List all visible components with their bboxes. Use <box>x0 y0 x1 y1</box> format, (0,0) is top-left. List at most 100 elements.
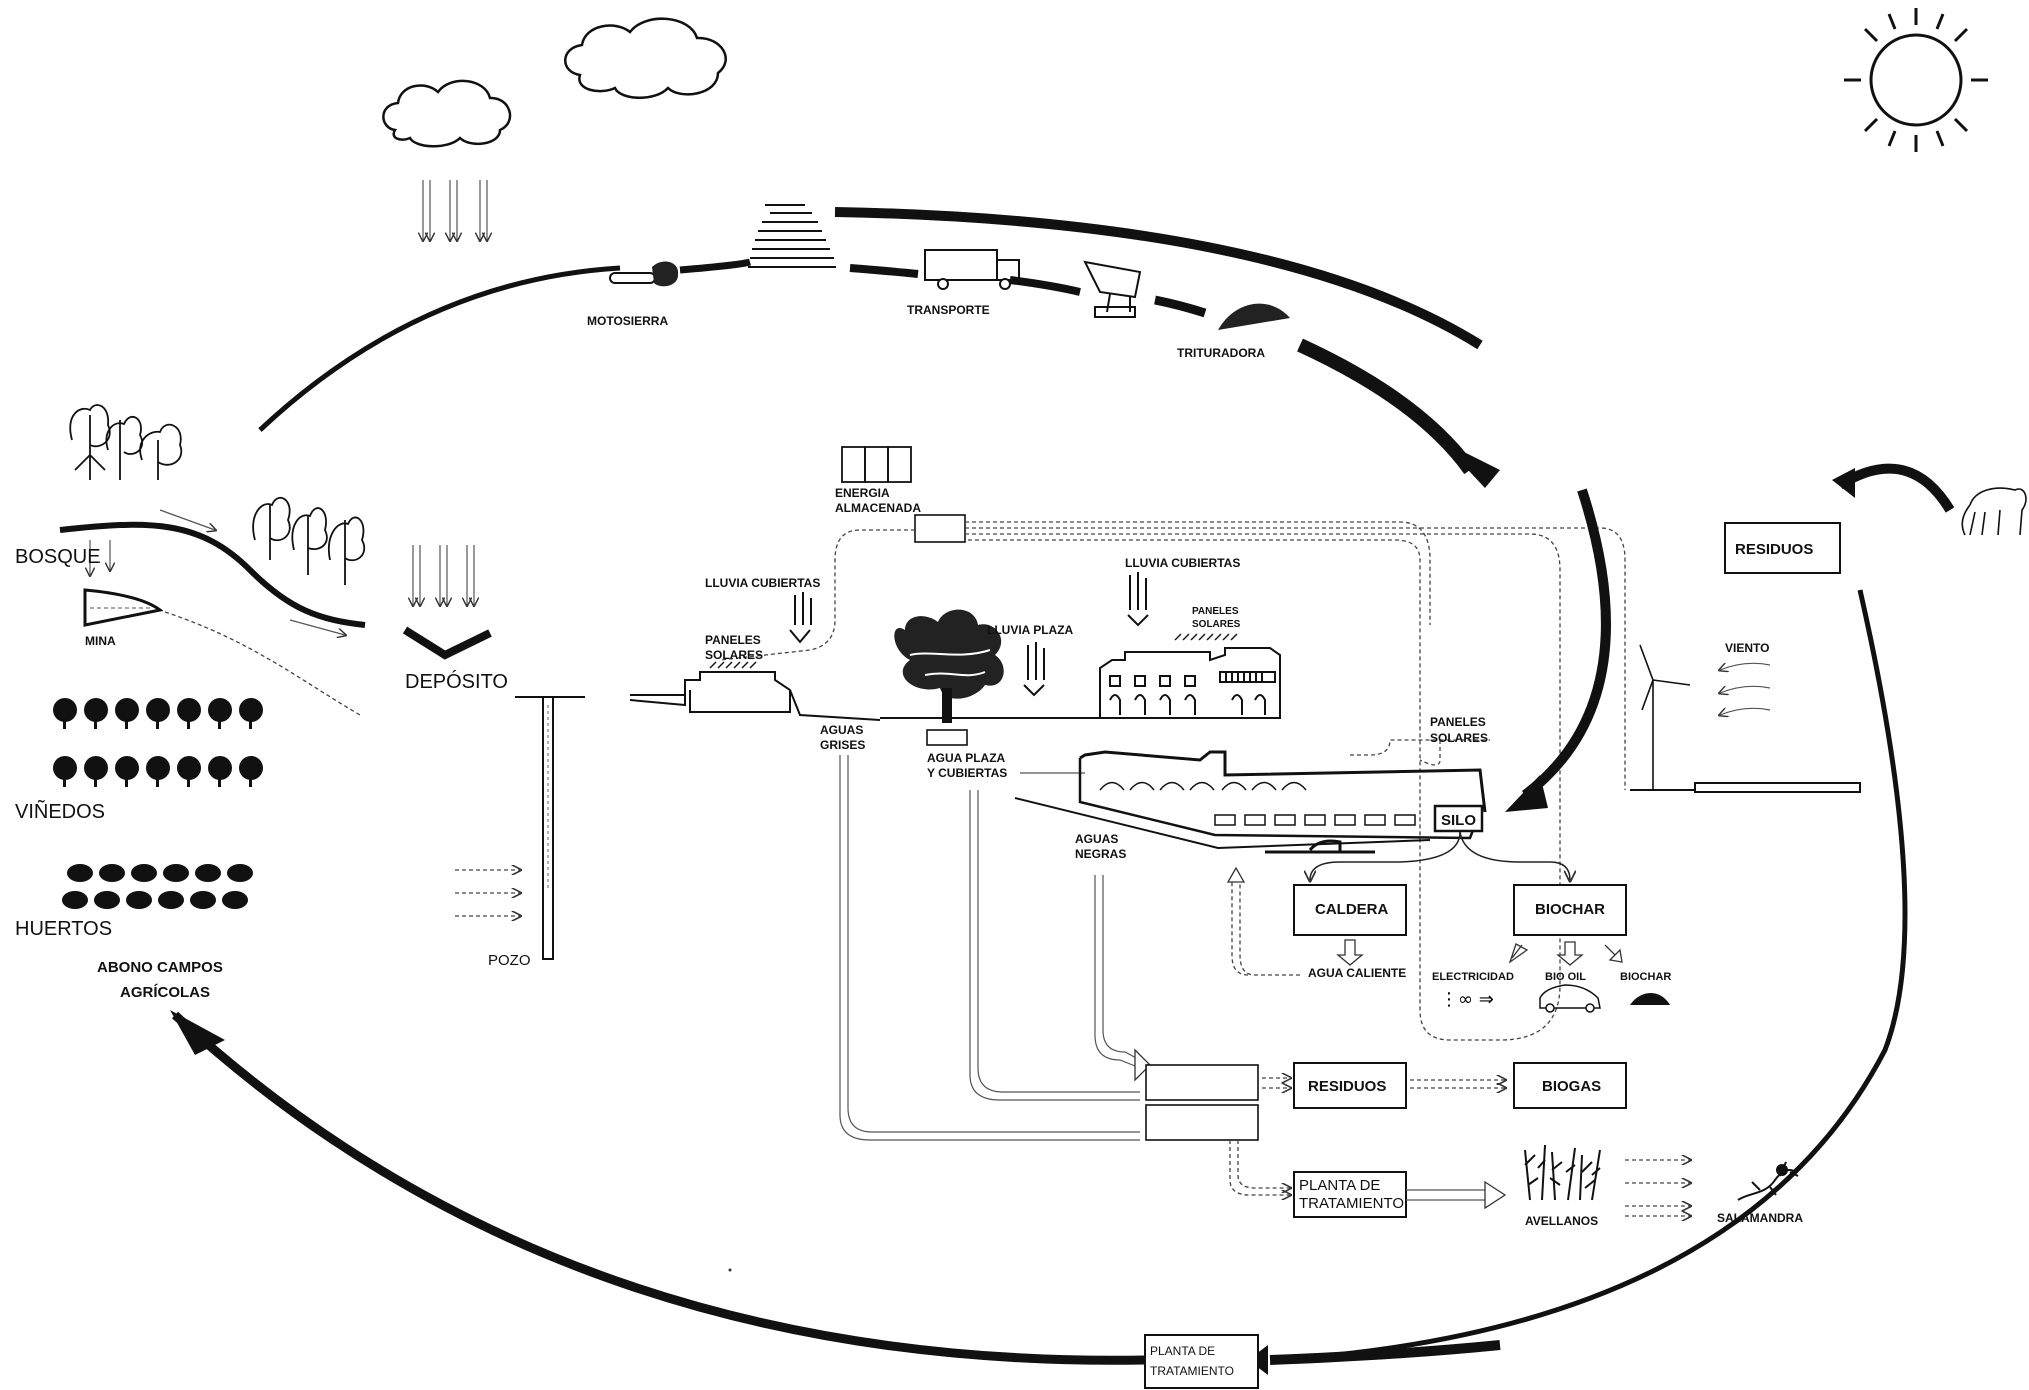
label-silo: SILO <box>1441 812 1476 829</box>
forest-hill <box>59 521 366 628</box>
label-residuos-top: RESIDUOS <box>1735 541 1813 558</box>
rain-arrows <box>413 545 474 605</box>
battery-icon <box>841 446 912 483</box>
label-abono-1: ABONO CAMPOS <box>97 959 223 976</box>
cloud-icon <box>382 79 512 148</box>
label-lluvia-plaza: LLUVIA PLAZA <box>987 623 1074 637</box>
label-huertos: HUERTOS <box>15 918 112 940</box>
label-biogas: BIOGAS <box>1542 1078 1601 1095</box>
shredder-icon <box>1083 260 1142 318</box>
solar-panel-icon <box>709 661 757 669</box>
car-icon <box>1539 984 1601 1013</box>
biogas-box <box>1513 1062 1627 1109</box>
label-viento: VIENTO <box>1725 641 1769 655</box>
planta-mid-box <box>1293 1171 1407 1218</box>
rain-collector-icon <box>1127 572 1149 627</box>
label-biochar-box: BIOCHAR <box>1535 901 1605 918</box>
label-avellanos: AVELLANOS <box>1525 1214 1598 1228</box>
label-agua-plaza-2: Y CUBIERTAS <box>927 766 1007 780</box>
label-bio-oil: BIO OIL <box>1545 971 1586 983</box>
caldera-box <box>1293 884 1407 936</box>
horse-icon <box>1961 487 2027 536</box>
label-salamandra: SALAMANDRA <box>1717 1211 1803 1225</box>
silo-box <box>1433 804 1484 833</box>
label-aguas-grises-1: AGUAS <box>820 723 863 737</box>
label-energia-2: ALMACENADA <box>835 501 921 515</box>
truck-icon <box>924 249 1020 290</box>
label-aguas-grises-2: GRISES <box>820 738 865 752</box>
label-paneles-1a: PANELES <box>705 633 761 647</box>
label-paneles-1b: SOLARES <box>705 648 763 662</box>
sun-icon <box>1844 8 1988 152</box>
solar-panel-icon <box>1174 633 1238 641</box>
label-residuos-mid: RESIDUOS <box>1308 1078 1386 1095</box>
hazel-shrub-icon <box>1524 1144 1601 1201</box>
label-vinedos: VIÑEDOS <box>15 799 105 823</box>
label-paneles-3b: SOLARES <box>1430 731 1488 745</box>
label-planta-mid-1: PLANTA DE <box>1299 1177 1380 1194</box>
label-planta-mid-2: TRATAMIENTO <box>1299 1195 1404 1212</box>
cloud-icon <box>564 17 727 99</box>
label-mina: MINA <box>85 634 116 648</box>
label-bosque: BOSQUE <box>15 546 101 568</box>
label-motosierra: MOTOSIERRA <box>587 314 668 328</box>
forest-cycle-top-arc <box>258 265 621 432</box>
label-lluvia-cubiertas-1: LLUVIA CUBIERTAS <box>705 576 820 590</box>
flow-arrows <box>455 870 520 916</box>
rain-arrows <box>423 180 487 240</box>
ground-plate <box>1630 782 1861 793</box>
label-transporte: TRANSPORTE <box>907 303 990 317</box>
vineyard-icons <box>53 698 263 787</box>
label-agua-caliente: AGUA CALIENTE <box>1308 966 1406 980</box>
flow-arrows <box>1229 1078 1690 1216</box>
well-icon <box>515 696 585 960</box>
energy-storage-box <box>914 514 966 543</box>
residuos-mid-box <box>1293 1062 1407 1109</box>
rain-collector-icon <box>789 592 812 644</box>
deposit-icon <box>402 626 492 660</box>
label-paneles-2a: PANELES <box>1192 606 1239 617</box>
label-agua-plaza-1: AGUA PLAZA <box>927 751 1006 765</box>
label-trituradora: TRITURADORA <box>1177 346 1265 360</box>
tree-icon <box>69 404 366 585</box>
residuos-top-box <box>1724 522 1841 574</box>
electricity-icon: ⋮∞ ⇒ <box>1440 989 1494 1010</box>
flow-arrows <box>1406 1180 1507 1210</box>
label-deposito: DEPÓSITO <box>405 670 508 693</box>
rain-collector-icon <box>1023 642 1045 697</box>
building-left <box>629 671 881 721</box>
tree-icon <box>894 609 1004 723</box>
silo-branches <box>1310 831 1570 880</box>
label-energia-1: ENERGIA <box>835 486 890 500</box>
label-planta-bottom-1: PLANTA DE <box>1150 1344 1215 1358</box>
label-electricidad: ELECTRICIDAD <box>1432 971 1514 983</box>
label-pozo: POZO <box>488 952 531 969</box>
water-pipes <box>839 755 1141 1141</box>
biochar-box <box>1513 884 1627 936</box>
arrow-to-silo <box>1521 488 1611 799</box>
energy-circuit-lines <box>719 521 1626 1041</box>
flow-arrows <box>90 509 345 635</box>
chainsaw-icon <box>609 261 679 287</box>
return-arc-bottom <box>171 1011 1146 1365</box>
tank-box-1 <box>1145 1064 1259 1101</box>
label-planta-bottom-2: TRATAMIENTO <box>1150 1364 1234 1378</box>
label-abono-2: AGRÍCOLAS <box>120 984 210 1001</box>
wind-arrows <box>1720 663 1771 715</box>
wind-turbine-icon <box>1639 644 1691 790</box>
mine-icon <box>83 588 164 627</box>
label-caldera: CALDERA <box>1315 901 1388 918</box>
label-paneles-3a: PANELES <box>1430 715 1486 729</box>
label-lluvia-cubiertas-2: LLUVIA CUBIERTAS <box>1125 556 1240 570</box>
label-biochar-small: BIOCHAR <box>1620 971 1671 983</box>
biochar-pile-icon <box>1630 992 1670 1005</box>
log-pile-icon <box>748 204 836 268</box>
orchard-icons <box>62 864 253 909</box>
tank-box-2 <box>1145 1104 1259 1141</box>
building-historic <box>1099 647 1281 719</box>
label-aguas-negras-2: NEGRAS <box>1075 847 1126 861</box>
wood-chips-icon <box>1218 303 1290 330</box>
label-paneles-2b: SOLARES <box>1192 619 1241 630</box>
salamander-icon <box>1737 1161 1799 1201</box>
